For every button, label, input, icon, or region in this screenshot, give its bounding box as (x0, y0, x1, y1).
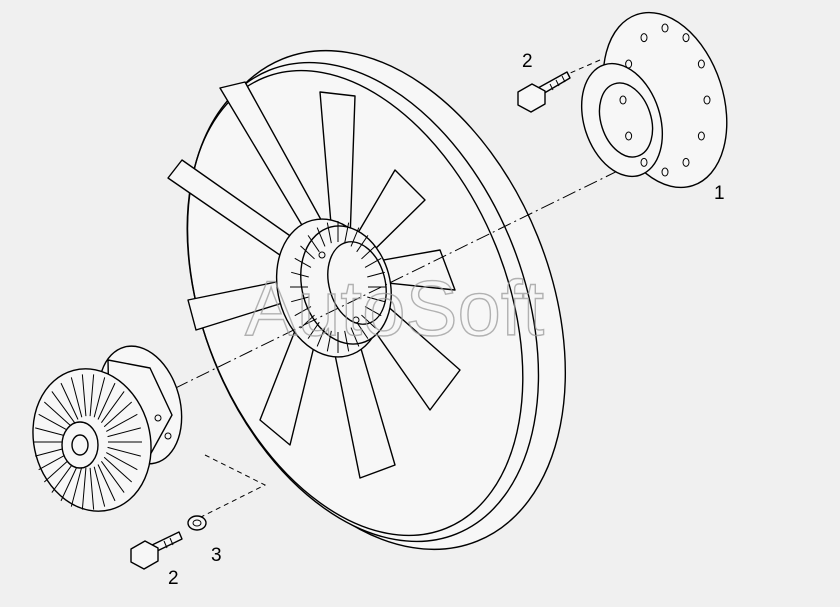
bolt-bottom (130, 531, 183, 570)
watermark-text: AutoSoft (245, 264, 545, 352)
fan-wheel (167, 49, 566, 551)
bolt-top (517, 71, 571, 113)
callout-part-2-top: 2 (522, 51, 533, 72)
washer (187, 515, 207, 531)
callout-part-1: 1 (714, 183, 725, 204)
fan-hub (275, 218, 392, 358)
fan-blades (167, 81, 461, 479)
callout-part-2-bottom: 2 (168, 568, 179, 589)
center-lines (89, 59, 641, 521)
adapter-flange (580, 11, 728, 189)
callout-part-3: 3 (211, 545, 222, 566)
viscous-coupling (32, 345, 183, 512)
